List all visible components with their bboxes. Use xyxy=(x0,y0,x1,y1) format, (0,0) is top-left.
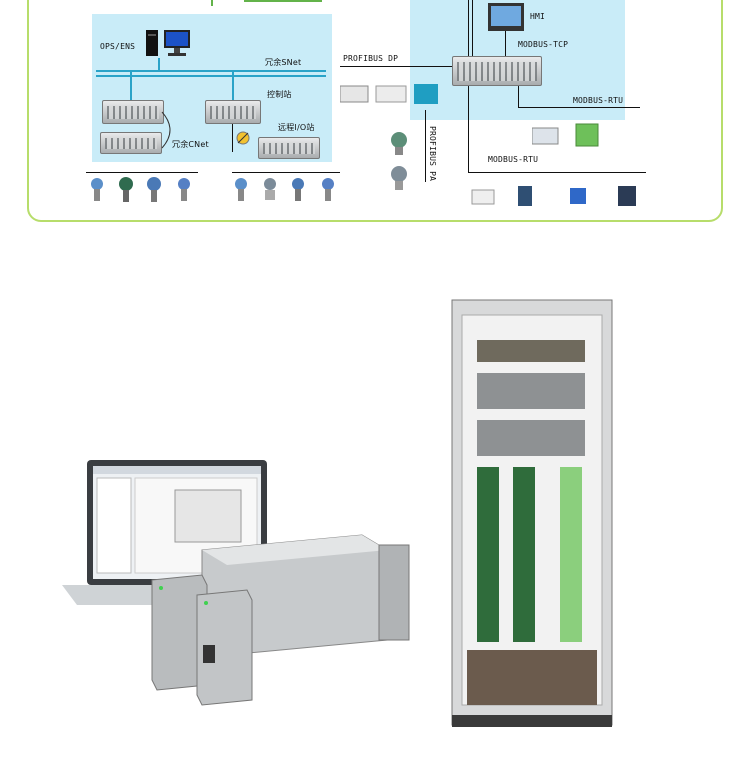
transmitter-icon xyxy=(88,175,198,209)
uplink-line xyxy=(211,0,213,6)
snet-drop xyxy=(232,72,234,100)
dp-device-icon xyxy=(339,82,440,110)
modbus-rtu-right-label: MODBUS-RTU xyxy=(573,96,624,105)
redundant-snet-bus xyxy=(96,75,326,77)
gateway-rack xyxy=(452,56,542,86)
rtu-device-icon xyxy=(531,122,602,154)
field-bus-mid xyxy=(232,172,340,173)
io-module-icon xyxy=(151,534,410,706)
profibus-pa-bus xyxy=(425,110,426,182)
cnet-link xyxy=(161,111,171,149)
redundant-snet-bus xyxy=(96,70,326,72)
field-bus-left xyxy=(86,172,198,173)
controller-rack xyxy=(100,132,162,154)
redundant-cnet-label: 冗余CNet xyxy=(172,140,209,149)
hmi-link xyxy=(472,0,473,60)
modbus-rtu-bottom-label: MODBUS-RTU xyxy=(488,155,539,164)
redundant-snet-label: 冗余SNet xyxy=(265,58,302,67)
hmi-link xyxy=(468,0,469,60)
control-cabinet-icon xyxy=(451,299,613,727)
profibus-dp-bus xyxy=(340,66,452,67)
rtu-device-icon xyxy=(470,184,640,212)
remote-io-rack xyxy=(258,137,320,159)
modbus-rtu-bus xyxy=(518,107,640,108)
snet-drop xyxy=(130,72,132,100)
modbus-rtu-link xyxy=(518,86,519,108)
controller-rack xyxy=(205,100,261,124)
hmi-label: HMI xyxy=(530,12,546,21)
pa-device-icon xyxy=(386,130,412,196)
uplink-line xyxy=(244,0,322,2)
remote-io-station-label: 远程I/O站 xyxy=(278,123,315,132)
profibus-pa-label: PROFIBUS PA xyxy=(428,126,437,182)
controller-rack xyxy=(102,100,164,124)
ops-ens-label: OPS/ENS xyxy=(100,42,136,51)
snet-drop xyxy=(158,58,160,72)
workstation-icon xyxy=(146,28,196,58)
modbus-tcp-label: MODBUS-TCP xyxy=(518,40,569,49)
profibus-dp-label: PROFIBUS DP xyxy=(343,54,399,63)
field-bus-right xyxy=(468,172,646,173)
modbus-rtu-link xyxy=(468,86,469,172)
hmi-panel-icon xyxy=(488,3,524,31)
fiber-converter-icon xyxy=(236,130,250,145)
io-link xyxy=(232,124,233,152)
product-photo xyxy=(57,285,682,745)
transmitter-icon xyxy=(232,175,342,209)
modbus-tcp-link xyxy=(505,31,506,57)
control-station-label: 控制站 xyxy=(267,90,292,99)
